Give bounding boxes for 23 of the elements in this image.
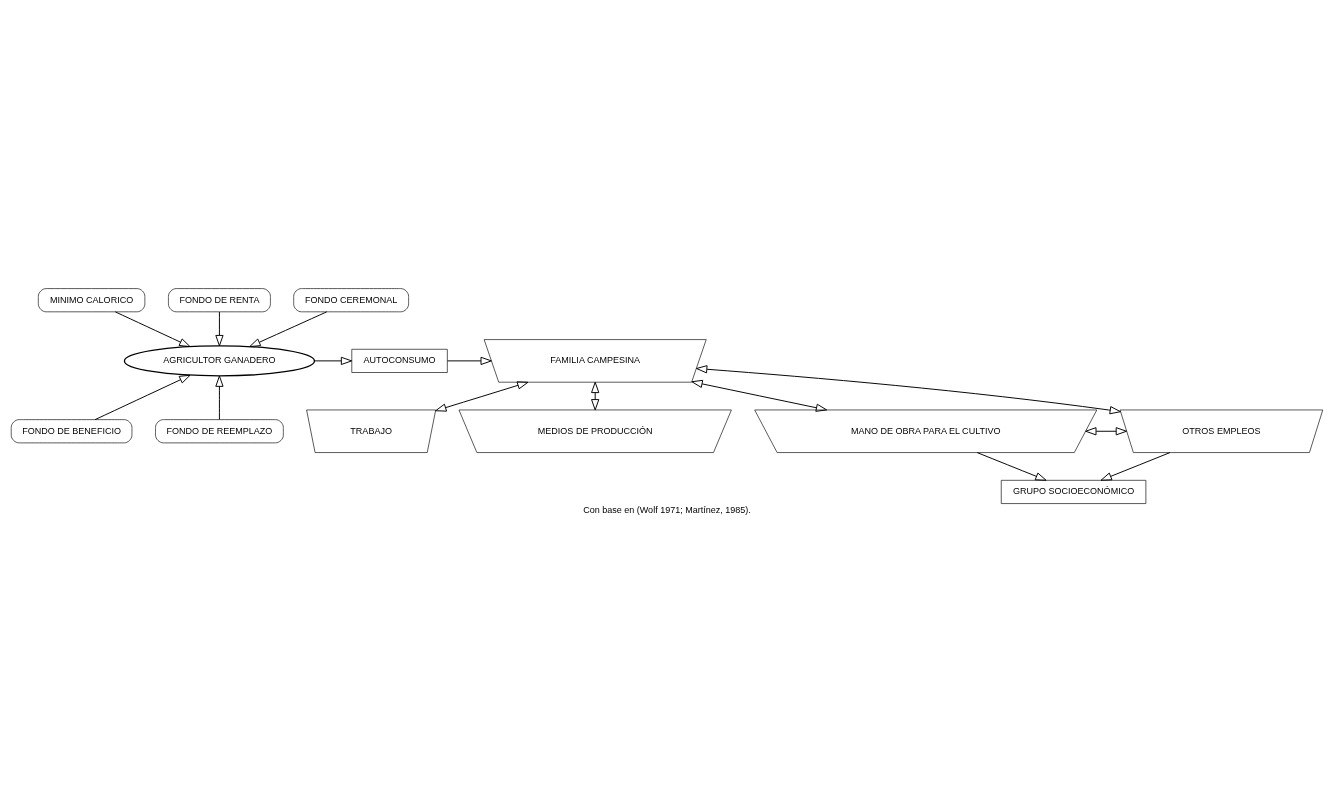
- arrow: [1100, 451, 1171, 481]
- node-box: MINIMO CALORICO: [38, 287, 146, 312]
- arrow: [1085, 426, 1127, 435]
- node-box: FONDO DE BENEFICIO: [10, 418, 133, 443]
- arrow: [447, 356, 492, 365]
- node-box: GRUPO SOCIOECONÓMICO: [1000, 479, 1147, 504]
- arrow: [976, 451, 1047, 481]
- arrow: [313, 356, 353, 365]
- arrow: [114, 310, 191, 347]
- caption: Con base en (Wolf 1971; Martínez, 1985).: [583, 504, 751, 515]
- arrow: [249, 310, 328, 347]
- node-box: FONDO CEREMONAL: [293, 287, 409, 312]
- arrow: [591, 381, 600, 410]
- node-ellipse: AGRICULTOR GANADERO: [123, 344, 316, 376]
- node-box: FONDO DE RENTA: [168, 287, 271, 312]
- arrow: [691, 379, 828, 412]
- node-box: AUTOCONSUMO: [351, 348, 448, 373]
- node-box: FONDO DE REEMPLAZO: [155, 418, 284, 443]
- arrow: [696, 364, 1121, 414]
- arrow: [94, 374, 191, 420]
- arrow: [435, 380, 529, 412]
- arrow: [215, 311, 224, 346]
- arrow: [215, 375, 224, 420]
